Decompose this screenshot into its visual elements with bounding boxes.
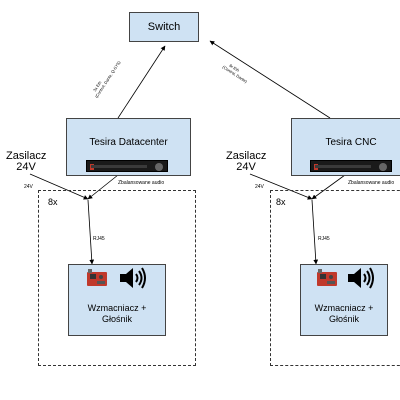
- link-right-rj45: [311, 199, 319, 265]
- amp-group-right: [270, 190, 400, 366]
- switch-box: Switch: [129, 12, 199, 42]
- amp-right-label: Wzmacniacz + Głośnik: [314, 303, 374, 324]
- audio-right-label: Zbalansowane audio: [348, 180, 395, 186]
- tesira-device-icon: [86, 160, 168, 172]
- v-left-label: 24V: [24, 184, 33, 190]
- link-left-switch: [117, 45, 166, 119]
- link-right-audio: [311, 174, 346, 200]
- psu-right-label: Zasilacz 24V: [226, 150, 267, 173]
- tesira-datacenter-label: Tesira Datacenter: [89, 137, 168, 148]
- count-right-label: 8x: [276, 197, 286, 207]
- link-left-psu: [29, 173, 89, 200]
- tesira-device-icon: [310, 160, 392, 172]
- amplifier-board-icon: [317, 269, 337, 286]
- link-left-rj45: [87, 199, 95, 265]
- count-left-label: 8x: [48, 197, 58, 207]
- speaker-icon: [348, 267, 374, 289]
- switch-label: Switch: [147, 21, 181, 33]
- rj45-left-label: RJ45: [93, 236, 105, 242]
- amplifier-board-icon: [87, 269, 107, 286]
- psu-left-label: Zasilacz 24V: [6, 150, 47, 173]
- tesira-cnc-label: Tesira CNC: [325, 137, 377, 148]
- link-right-switch: [209, 40, 331, 119]
- amp-box-left: Wzmacniacz + Głośnik: [68, 264, 166, 336]
- link-left-audio: [87, 174, 119, 200]
- amp-group-left: [38, 190, 196, 366]
- speaker-icon: [120, 267, 146, 289]
- link-right-psu: [249, 173, 313, 200]
- rj45-right-label: RJ45: [318, 236, 330, 242]
- audio-left-label: Zbalansowane audio: [118, 180, 165, 186]
- v-right-label: 24V: [255, 184, 264, 190]
- amp-left-label: Wzmacniacz + Głośnik: [87, 303, 147, 324]
